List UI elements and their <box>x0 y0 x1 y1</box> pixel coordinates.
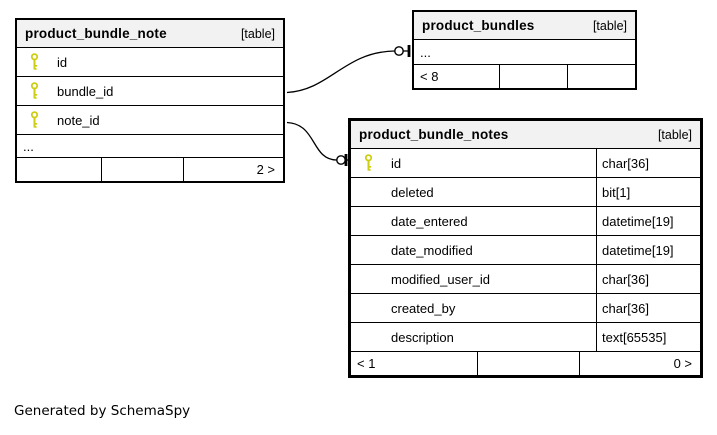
footer-cell <box>477 352 579 375</box>
table-header: product_bundle_notes [table] <box>351 121 700 149</box>
ellipsis-text: ... <box>420 44 431 60</box>
column-type: datetime[19] <box>596 207 700 235</box>
table-node-product_bundle_note[interactable]: product_bundle_note [table] id bundle_id… <box>15 18 285 183</box>
column-name: description <box>391 329 454 345</box>
column-name: modified_user_id <box>391 271 491 287</box>
table-footer: < 1 0 > <box>351 352 700 375</box>
column-name: bundle_id <box>57 83 114 99</box>
column-row-id: id char[36] <box>351 149 700 178</box>
column-row-date_modified: date_modified datetime[19] <box>351 236 700 265</box>
connector-bundle_id-to-product_bundles <box>286 45 411 94</box>
column-type: bit[1] <box>596 178 700 206</box>
table-footer: 2 > <box>17 158 283 181</box>
one-cardinality-bar-icon <box>407 45 411 57</box>
primary-key-icon <box>17 53 57 71</box>
table-node-product_bundle_notes[interactable]: product_bundle_notes [table] id char[36]… <box>348 118 703 378</box>
connector-note_id-to-product_bundle_notes <box>286 121 348 166</box>
footer-cell <box>101 158 183 181</box>
column-name: created_by <box>391 300 456 316</box>
footer-cell <box>567 65 635 88</box>
schemaspy-credit: Generated by SchemaSpy <box>14 403 191 419</box>
primary-key-icon <box>17 82 57 100</box>
column-row-note_id: note_id <box>17 106 283 135</box>
zero-cardinality-circle-icon <box>336 155 346 165</box>
footer-children-count: 0 > <box>579 352 700 375</box>
column-row-date_entered: date_entered datetime[19] <box>351 207 700 236</box>
column-row-bundle_id: bundle_id <box>17 77 283 106</box>
table-node-product_bundles[interactable]: product_bundles [table] ... < 8 <box>412 10 637 90</box>
column-row-modified_user_id: modified_user_id char[36] <box>351 265 700 294</box>
columns-ellipsis-row: ... <box>17 135 283 158</box>
column-row-id: id <box>17 48 283 77</box>
column-row-description: description text[65535] <box>351 323 700 352</box>
table-tag: [table] <box>592 18 627 33</box>
table-name[interactable]: product_bundles <box>422 18 535 33</box>
column-name: id <box>57 54 68 70</box>
footer-cell <box>17 158 101 181</box>
table-name[interactable]: product_bundle_notes <box>359 127 509 142</box>
table-header: product_bundles [table] <box>414 12 635 40</box>
table-name[interactable]: product_bundle_note <box>25 26 167 41</box>
table-header: product_bundle_note [table] <box>17 20 283 48</box>
column-type: char[36] <box>596 265 700 293</box>
column-row-deleted: deleted bit[1] <box>351 178 700 207</box>
footer-parents-count: < 8 <box>420 69 439 84</box>
footer-cell <box>499 65 567 88</box>
column-type: text[65535] <box>596 323 700 351</box>
one-cardinality-bar-icon <box>344 154 348 166</box>
column-name: date_entered <box>391 213 468 229</box>
column-type: char[36] <box>596 294 700 322</box>
table-footer: < 8 <box>414 65 635 88</box>
footer-parents-count: < 1 <box>357 356 376 371</box>
primary-key-icon <box>351 154 391 172</box>
zero-cardinality-circle-icon <box>394 46 404 56</box>
columns-ellipsis-row: ... <box>414 40 635 65</box>
table-tag: [table] <box>657 127 692 142</box>
column-type: char[36] <box>596 149 700 177</box>
ellipsis-text: ... <box>23 138 34 154</box>
primary-key-icon <box>17 111 57 129</box>
column-name: note_id <box>57 112 100 128</box>
footer-children-count: 2 > <box>183 158 283 181</box>
column-type: datetime[19] <box>596 236 700 264</box>
column-name: id <box>391 155 402 171</box>
column-row-created_by: created_by char[36] <box>351 294 700 323</box>
table-tag: [table] <box>240 26 275 41</box>
column-name: date_modified <box>391 242 473 258</box>
column-name: deleted <box>391 184 434 200</box>
